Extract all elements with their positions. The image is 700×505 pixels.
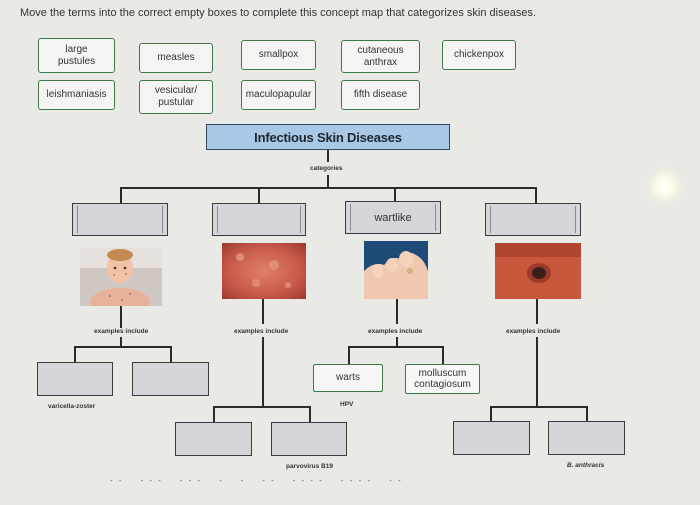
examples-include-label-3: examples include (368, 328, 423, 335)
example-drop-box-2[interactable] (132, 362, 209, 396)
term-chickenpox[interactable]: chickenpox (442, 40, 516, 70)
example-drop-box-6[interactable] (548, 421, 625, 455)
term-maculopapular[interactable]: maculopapular (241, 80, 316, 110)
connector (309, 406, 311, 424)
connector (170, 346, 172, 364)
connector (394, 187, 396, 204)
connector (536, 337, 538, 407)
example-drop-box-3[interactable] (175, 422, 252, 456)
parvovirus-label: parvovirus B19 (286, 463, 333, 470)
photo-anthrax-lesion (495, 243, 581, 299)
connector (536, 299, 538, 324)
connector (120, 187, 122, 204)
connector (120, 337, 122, 348)
connector (262, 299, 264, 324)
photo-measles-rash (222, 243, 306, 299)
b-anthracis-label: B. anthracis (567, 462, 605, 469)
connector (396, 337, 398, 348)
connector (535, 187, 537, 204)
term-cutaneous-anthrax[interactable]: cutaneous anthrax (341, 40, 420, 73)
connector (258, 187, 260, 204)
connector-horizontal (120, 187, 536, 189)
category-drop-box-1[interactable] (72, 203, 168, 236)
term-measles[interactable]: measles (139, 43, 213, 73)
connector (490, 406, 492, 424)
categories-label: categories (310, 165, 343, 172)
connector (327, 150, 329, 162)
connector (442, 346, 444, 366)
term-smallpox[interactable]: smallpox (241, 40, 316, 70)
connector-horizontal (213, 406, 311, 408)
term-large-pustules[interactable]: large pustules (38, 38, 115, 73)
hpv-label: HPV (340, 401, 354, 408)
connector (262, 337, 264, 407)
varicella-zoster-label: varicella-zoster (48, 403, 96, 410)
examples-include-label-4: examples include (506, 328, 561, 335)
term-leishmaniasis[interactable]: leishmaniasis (38, 80, 115, 110)
connector-horizontal (490, 406, 588, 408)
category-drop-box-2[interactable] (212, 203, 306, 236)
example-molluscum-contagiosum[interactable]: molluscum contagiosum (405, 364, 480, 394)
connector-horizontal (74, 346, 172, 348)
example-drop-box-1[interactable] (37, 362, 113, 396)
term-vesicular-pustular[interactable]: vesicular/ pustular (139, 80, 213, 114)
connector (327, 175, 329, 188)
divider-dashes: - - - - - - - - - - - - - - - - - - - - … (110, 476, 403, 485)
example-drop-box-5[interactable] (453, 421, 530, 455)
connector (120, 306, 122, 328)
instruction-text: Move the terms into the correct empty bo… (20, 7, 537, 19)
photo-child-chickenpox (80, 248, 162, 306)
connector (74, 346, 76, 364)
category-wartlike: wartlike (345, 201, 441, 234)
term-fifth-disease[interactable]: fifth disease (341, 80, 420, 110)
example-warts[interactable]: warts (313, 364, 383, 392)
examples-include-label-2: examples include (234, 328, 289, 335)
photo-warts-foot (364, 241, 428, 299)
connector (396, 299, 398, 324)
example-drop-box-4[interactable] (271, 422, 347, 456)
examples-include-label-1: examples include (94, 328, 149, 335)
connector (213, 406, 215, 424)
screen-glare (640, 166, 690, 206)
connector (586, 406, 588, 424)
category-drop-box-4[interactable] (485, 203, 581, 236)
connector-horizontal (348, 346, 444, 348)
connector (348, 346, 350, 366)
wartlike-label: wartlike (374, 211, 412, 224)
map-title: Infectious Skin Diseases (206, 124, 450, 150)
